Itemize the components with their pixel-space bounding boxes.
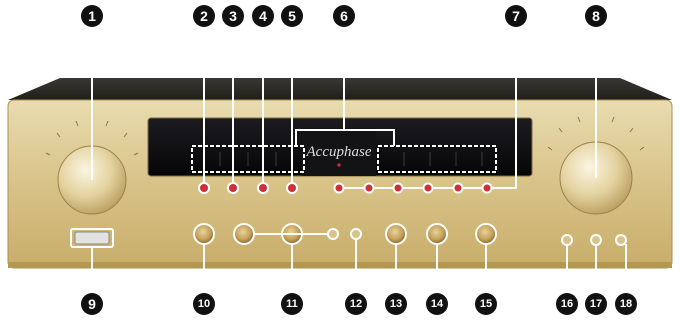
svg-text:4: 4 — [259, 8, 267, 24]
indicator-led-3 — [227, 182, 239, 194]
callout-13: 13 — [385, 293, 407, 315]
svg-text:18: 18 — [620, 298, 632, 310]
indicator-led-row-6 — [481, 182, 493, 194]
input-selector-scale-ticks — [45, 120, 139, 156]
svg-text:2: 2 — [200, 8, 208, 24]
leader-lines — [91, 28, 627, 294]
indicator-led-row-1 — [333, 182, 345, 194]
button-18[interactable] — [615, 234, 627, 246]
left-display-segment-box — [191, 145, 305, 173]
indicator-led-row-5 — [452, 182, 464, 194]
svg-text:7: 7 — [512, 8, 520, 24]
knob-13[interactable] — [385, 223, 407, 245]
indicator-leds-left — [198, 182, 298, 194]
indicator-led-5 — [286, 182, 298, 194]
callout-2: 2 — [193, 5, 215, 27]
callout-7: 7 — [505, 5, 527, 27]
callout-10: 10 — [193, 293, 215, 315]
button-12[interactable] — [350, 228, 362, 240]
callout-1: 1 — [81, 5, 103, 27]
svg-text:14: 14 — [431, 298, 444, 310]
button-11c[interactable] — [327, 228, 339, 240]
callout-18: 18 — [615, 293, 637, 315]
callout-5: 5 — [281, 5, 303, 27]
knob-10[interactable] — [193, 223, 215, 245]
power-switch[interactable] — [74, 231, 110, 245]
svg-text:12: 12 — [350, 298, 362, 310]
indicator-led-row-3 — [392, 182, 404, 194]
chassis-top — [8, 78, 672, 100]
svg-text:11: 11 — [286, 298, 298, 310]
svg-text:3: 3 — [229, 8, 237, 24]
callout-17: 17 — [585, 293, 607, 315]
svg-text:15: 15 — [480, 298, 492, 310]
callout-9: 9 — [81, 293, 103, 315]
knob-15[interactable] — [475, 223, 497, 245]
callout-6: 6 — [333, 5, 355, 27]
bottom-knobs — [193, 223, 627, 246]
indicator-led-row — [333, 182, 493, 194]
callout-15: 15 — [475, 293, 497, 315]
svg-text:17: 17 — [590, 298, 602, 310]
button-16[interactable] — [561, 234, 573, 246]
callout-14: 14 — [426, 293, 448, 315]
volume-scale-ticks — [547, 116, 645, 151]
brand-logo: Accuphase — [306, 144, 372, 160]
display-center-panel — [302, 128, 376, 176]
callout-12: 12 — [345, 293, 367, 315]
callout-8: 8 — [585, 5, 607, 27]
callout-11: 11 — [281, 293, 303, 315]
svg-text:9: 9 — [88, 296, 96, 312]
svg-text:5: 5 — [288, 8, 296, 24]
svg-text:10: 10 — [198, 298, 210, 310]
indicator-led-row-2 — [363, 182, 375, 194]
callout-16: 16 — [556, 293, 578, 315]
knob-11a[interactable] — [233, 223, 255, 245]
svg-text:16: 16 — [561, 298, 573, 310]
svg-text:6: 6 — [340, 8, 348, 24]
display-indicator — [337, 163, 341, 167]
knob-14[interactable] — [426, 223, 448, 245]
callout-4: 4 — [252, 5, 274, 27]
button-17[interactable] — [590, 234, 602, 246]
indicator-led-row-4 — [422, 182, 434, 194]
panel-bottom-edge — [8, 262, 672, 268]
indicator-led-2 — [198, 182, 210, 194]
svg-text:8: 8 — [592, 8, 600, 24]
svg-text:13: 13 — [390, 298, 402, 310]
callout-3: 3 — [222, 5, 244, 27]
svg-text:1: 1 — [88, 8, 96, 24]
callout-badges: 1 2 3 4 5 6 7 8 9 10 11 12 13 14 15 16 1… — [81, 5, 637, 315]
display-segment-ticks — [219, 152, 483, 166]
indicator-led-4 — [257, 182, 269, 194]
